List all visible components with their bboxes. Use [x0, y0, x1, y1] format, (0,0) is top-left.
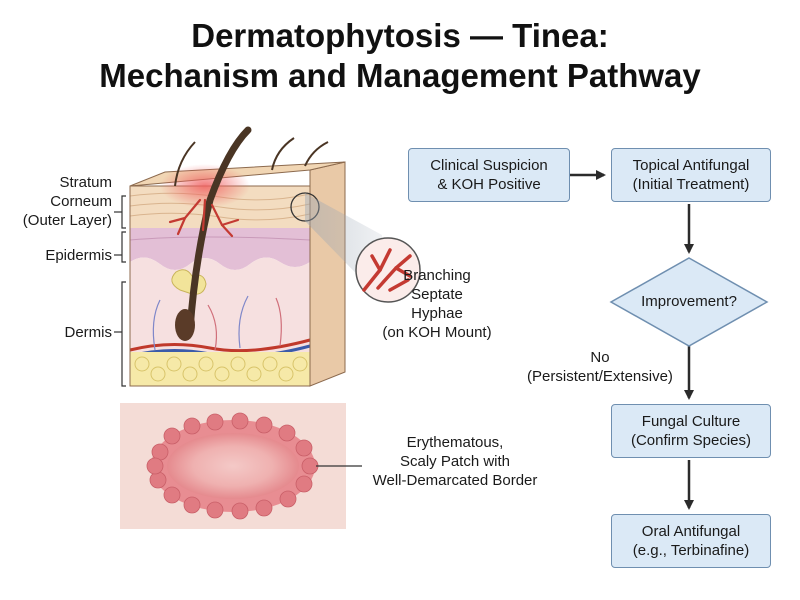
label-lesion-patch: Erythematous, Scaly Patch with Well-Dema…	[345, 433, 565, 490]
label-hyphae-line-1: Branching	[403, 267, 471, 284]
layer-brackets	[114, 195, 126, 387]
flow-step1-line-2: & KOH Positive	[437, 176, 541, 193]
title-line-2: Mechanism and Management Pathway	[99, 57, 701, 94]
flow-step3-line-1: Fungal Culture	[641, 413, 741, 430]
flow-step1-line-1: Clinical Suspicion	[430, 157, 548, 174]
label-patch-line-1: Erythematous,	[406, 434, 504, 451]
flow-no-line-1: No	[590, 349, 610, 366]
flow-step-clinical-suspicion: Clinical Suspicion & KOH Positive	[408, 148, 570, 202]
flow-step4-line-2: (e.g., Terbinafine)	[632, 542, 750, 559]
flow-no-branch-label: No (Persistent/Extensive)	[510, 348, 690, 386]
label-stratum-line-1: Stratum	[59, 174, 112, 191]
label-hyphae-line-3: Hyphae	[411, 305, 463, 322]
flow-step3-line-2: (Confirm Species)	[630, 432, 752, 449]
lesion-patch	[120, 403, 346, 529]
flow-step4-line-1: Oral Antifungal	[641, 523, 741, 540]
label-epidermis: Epidermis	[45, 247, 112, 264]
label-hyphae-line-2: Septate	[411, 286, 463, 303]
label-hyphae-line-4: (on KOH Mount)	[382, 324, 492, 341]
flow-step2-line-2: (Initial Treatment)	[632, 176, 750, 193]
label-dermis: Dermis	[64, 324, 113, 341]
title-line-1: Dermatophytosis — Tinea:	[191, 17, 609, 54]
label-patch-line-2: Scaly Patch with	[399, 453, 511, 470]
label-stratum-line-3: (Outer Layer)	[22, 212, 112, 229]
label-hyphae: Branching Septate Hyphae (on KOH Mount)	[372, 266, 502, 342]
flow-step-fungal-culture: Fungal Culture (Confirm Species)	[611, 404, 771, 458]
flow-step-topical-antifungal: Topical Antifungal (Initial Treatment)	[611, 148, 771, 202]
page-title: Dermatophytosis — Tinea: Mechanism and M…	[0, 16, 800, 96]
label-stratum-corneum: Stratum Corneum (Outer Layer)	[10, 173, 112, 230]
label-patch-line-3: Well-Demarcated Border	[372, 472, 538, 489]
label-stratum-line-2: Corneum	[50, 193, 112, 210]
flow-decision-label: Improvement?	[641, 293, 737, 310]
flow-no-line-2: (Persistent/Extensive)	[527, 368, 673, 385]
decision-diamond	[609, 257, 769, 347]
flow-connectors	[570, 170, 694, 510]
flow-step-oral-antifungal: Oral Antifungal (e.g., Terbinafine)	[611, 514, 771, 568]
hyphae-magnified	[355, 237, 421, 303]
flow-step2-line-1: Topical Antifungal	[632, 157, 750, 174]
skin-cross-section	[129, 126, 382, 387]
